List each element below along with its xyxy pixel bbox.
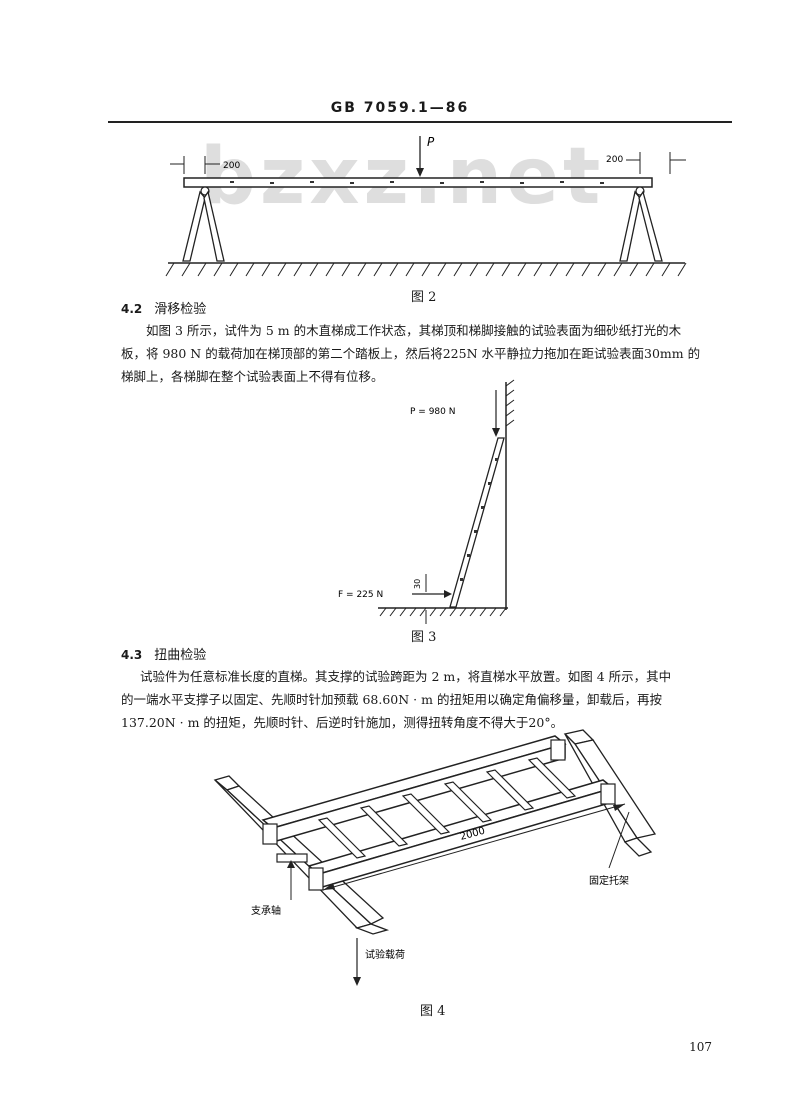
load-arrow-head xyxy=(416,168,424,177)
section-4-2-line-3: 梯脚上，各梯脚在整个试验表面上不得有位移。 xyxy=(121,369,384,384)
figure-2-diagram: P 200 200 xyxy=(165,135,687,277)
section-title: 扭曲检验 xyxy=(154,648,207,663)
ground-hatch xyxy=(165,262,687,277)
left-trestle xyxy=(182,186,225,262)
header-rule xyxy=(108,121,732,123)
test-load-arrow-head xyxy=(353,977,361,986)
section-4-3-line-2: 的一端水平支撑子以固定、先顺时针加预载 68.60N · m 的扭矩用以确定角偏… xyxy=(121,692,662,707)
standard-code-header: GB 7059.1—86 xyxy=(330,100,470,116)
support-shaft-label: 支承轴 xyxy=(251,904,281,917)
section-number: 4.2 xyxy=(121,302,143,316)
figure-4-diagram: 支承轴 2000 固定托架 试验载荷 xyxy=(213,729,657,986)
ladder-rungs xyxy=(317,757,577,859)
force-label: F = 225 N xyxy=(338,590,383,600)
load-label: P = 980 N xyxy=(410,407,455,417)
rail-clamps xyxy=(262,739,616,891)
section-4-2-line-1: 如图 3 所示，试件为 5 m 的木直梯成工作状态，其梯顶和梯脚接触的试验表面为… xyxy=(146,323,682,338)
section-number: 4.3 xyxy=(121,648,143,662)
page-number: 107 xyxy=(689,1040,712,1054)
leaning-ladder xyxy=(449,437,505,608)
dim-2000-line xyxy=(322,803,626,891)
dim-right-label: 200 xyxy=(606,155,623,165)
floor-hatch xyxy=(379,607,507,617)
load-arrow-head xyxy=(492,428,500,437)
section-4-3-heading: 4.3 扭曲检验 xyxy=(121,644,206,663)
force-arrow-head xyxy=(444,590,452,598)
figure-3-diagram: P = 980 N F = 225 N 30 xyxy=(338,379,515,624)
dim-left-label: 200 xyxy=(223,161,240,171)
figure-3-caption: 图 3 xyxy=(411,630,437,645)
figure-2-caption: 图 2 xyxy=(411,290,437,305)
ladder-rung-marks xyxy=(460,458,498,581)
section-4-3-line-1: 试验件为任意标准长度的直梯。其支撑的试验跨距为 2 m，将直梯水平放置。如图 4… xyxy=(140,669,672,684)
beam-rung-marks xyxy=(230,181,604,184)
fixed-bracket-label: 固定托架 xyxy=(589,874,629,887)
load-label: P xyxy=(427,135,435,149)
section-4-2-line-2: 板，将 980 N 的载荷加在梯顶部的第二个踏板上，然后将225N 水平静拉力拖… xyxy=(121,346,701,361)
test-load-label: 试验载荷 xyxy=(365,948,405,961)
right-trestle xyxy=(619,186,663,262)
fixed-bracket-leader xyxy=(608,811,630,869)
section-4-2-heading: 4.2 滑移检验 xyxy=(121,298,206,317)
figure-4-caption: 图 4 xyxy=(420,1004,446,1019)
section-4-3-line-3: 137.20N · m 的扭矩，先顺时针、后逆时针施加，测得扭转角度不得大于20… xyxy=(121,715,564,730)
ladder-rails xyxy=(261,735,615,890)
wall-hatch xyxy=(505,379,515,427)
watermark-text: bzxz.net xyxy=(200,132,605,222)
dim-30-label: 30 xyxy=(413,579,422,589)
support-shaft xyxy=(276,853,308,863)
ladder-beam xyxy=(183,177,653,188)
section-title: 滑移检验 xyxy=(154,302,207,317)
